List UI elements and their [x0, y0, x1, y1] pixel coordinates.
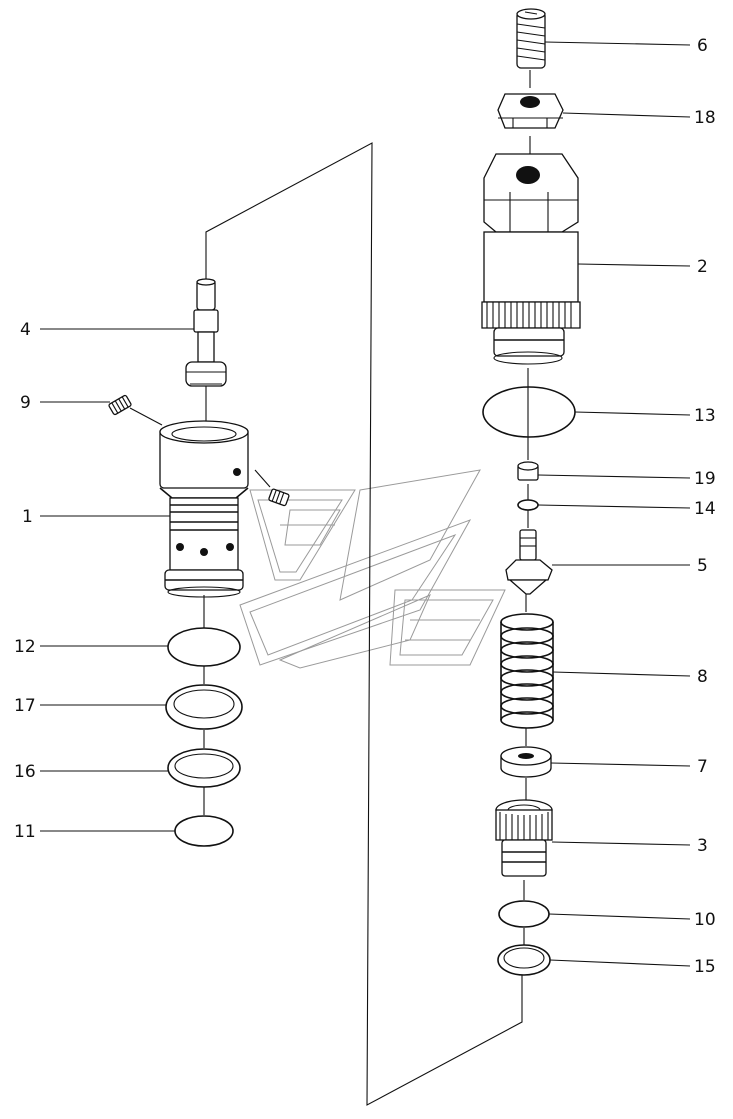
part-3-plug	[495, 799, 553, 877]
part-16-backup-ring	[167, 748, 241, 788]
assembly-guide-lines	[203, 70, 531, 1106]
part-9-set-screw	[108, 394, 132, 416]
callout-labels: 6 18 2 13 19 14 5 8 7 3 10 15 4 9 1 12 1…	[14, 36, 716, 977]
part-6-adjusting-screw	[516, 8, 546, 69]
callout-11: 11	[14, 822, 36, 842]
callout-15: 15	[694, 957, 716, 977]
callout-12: 12	[14, 637, 36, 657]
callout-7: 7	[697, 757, 708, 777]
part-2-cap	[481, 153, 581, 365]
part-14-small-o-ring	[517, 499, 539, 511]
leader-lines	[40, 41, 691, 967]
callout-17: 17	[14, 696, 36, 716]
part-12-o-ring	[167, 627, 241, 667]
callout-10: 10	[694, 910, 716, 930]
part-13-o-ring	[482, 386, 576, 438]
callout-9: 9	[20, 393, 31, 413]
part-5-poppet	[505, 529, 553, 595]
callout-18: 18	[694, 108, 716, 128]
callout-2: 2	[697, 257, 708, 277]
callout-3: 3	[697, 836, 708, 856]
callout-1: 1	[22, 507, 33, 527]
part-10-o-ring	[498, 900, 550, 928]
callout-8: 8	[697, 667, 708, 687]
part-7-washer	[500, 746, 552, 778]
callout-5: 5	[697, 556, 708, 576]
part-8-spring	[500, 613, 554, 729]
part-4-plunger	[185, 278, 227, 387]
part-11-o-ring	[174, 815, 234, 847]
callout-13: 13	[694, 406, 716, 426]
callout-4: 4	[20, 320, 31, 340]
watermark-logo	[239, 469, 506, 669]
callout-16: 16	[14, 762, 36, 782]
callout-6: 6	[697, 36, 708, 56]
part-15-backup-ring	[497, 944, 551, 976]
part-17-backup-ring	[165, 684, 243, 730]
callout-14: 14	[694, 499, 716, 519]
callout-19: 19	[694, 469, 716, 489]
part-19-spacer	[517, 461, 539, 481]
part-18-lock-nut	[497, 93, 564, 129]
part-1-valve-body	[159, 420, 290, 598]
